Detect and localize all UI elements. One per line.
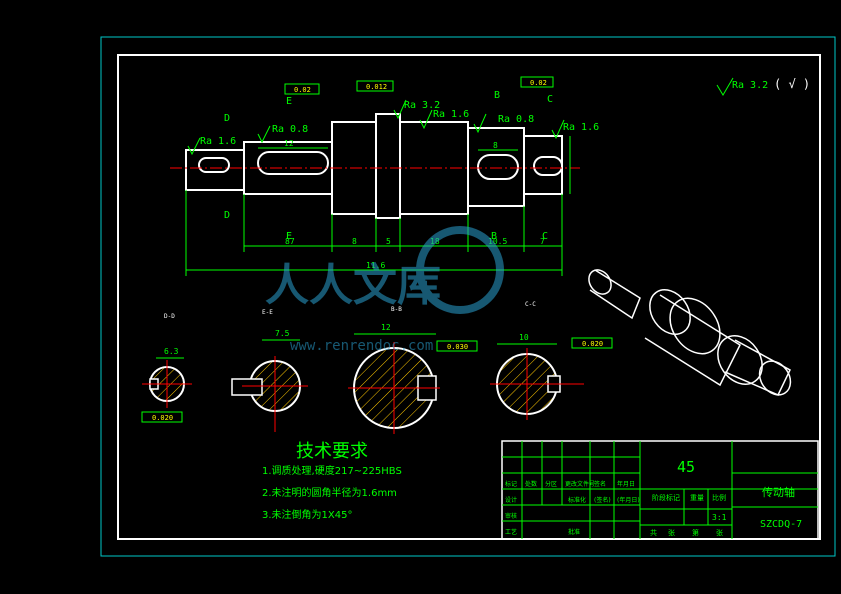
section-e-bottom: E [286,231,292,242]
drawing-frame [117,54,821,540]
dim-left: 87 [285,237,295,246]
tech-title: 技术要求 [296,441,368,462]
section-titles: D-D E-E B-B C-C [164,301,536,320]
dim-a: 8 [352,237,357,246]
shaft-roughness-marks: Ra 1.6 Ra 0.8 Ra 3.2 Ra 1.6 Ra 0.8 Ra 1.… [187,99,599,156]
row-label-5: 年月日 [617,480,635,488]
dim-e: 7 [540,237,545,246]
sheet-total-unit: 张 [668,528,675,537]
watermark-url: www.renrendoc.com [290,338,433,354]
process-label: 工艺 [505,528,517,536]
drawing-no: SZCDQ-7 [760,519,802,530]
row-label-4: 签名 [594,480,606,488]
section-d-bottom: D [224,210,230,221]
dim-b: 5 [386,237,391,246]
tol-4: 0.020 [152,414,173,422]
part-name: 传动轴 [762,485,795,499]
row-label-3: 更改文件号 [565,480,595,488]
material: 45 [677,458,695,476]
designer-label: 设计 [505,496,517,504]
sec-a-width: 6.3 [164,347,179,356]
section-title-4: C-C [525,301,536,308]
scale: 3:1 [712,513,727,522]
ra3-label: Ra 3.2 [404,100,440,111]
tech-item-1: 1.调质处理,硬度217~225HBS [262,464,402,477]
weight-label: 重量 [690,494,704,502]
general-roughness-paren: ( √ ) [774,77,810,91]
scale-label: 比例 [712,493,726,502]
shaft-front-view [185,113,563,219]
tol-5: 0.030 [447,343,468,351]
general-roughness: Ra 3.2 ( √ ) [716,77,810,96]
tech-requirements: 技术要求 1.调质处理,硬度217~225HBS 2.未注明的圆角半径为1.6m… [262,441,402,521]
watermark-text: 人人文库 [265,260,441,311]
ra6-label: Ra 1.6 [563,122,599,133]
row-label-2: 分区 [545,480,557,488]
section-view-3: 12 [348,323,440,434]
standardize-label: 标准化 [568,496,586,504]
signature-label: (签名) [594,496,611,504]
section-title-3: B-B [391,306,402,313]
dim-keyway: 12 [284,139,294,148]
sheet-no: 第 [692,528,699,537]
ra5-label: Ra 0.8 [498,114,534,125]
ra1-label: Ra 1.6 [200,136,236,147]
sec-c-width: 12 [381,323,391,332]
sec-d-width: 10 [519,333,529,342]
sheet-total: 共 [650,528,657,537]
dim-d: 10.5 [488,237,507,246]
section-title-2: E-E [262,309,273,316]
tol-2: 0.012 [366,83,387,91]
row-label-1: 处数 [525,480,537,488]
ra4-label: Ra 1.6 [433,109,469,120]
tol-3: 0.02 [530,79,547,87]
title-block: 45 传动轴 SZCDQ-7 阶段标记 重量 比例 3:1 共 张 第 张 标记… [501,440,819,540]
dimension-values: 12 8 87 8 5 18 10.5 7 11.6 [284,139,545,270]
tol-1: 0.02 [294,86,311,94]
section-c-top: C [547,94,553,105]
reviewer-label: 审核 [505,512,517,520]
isometric-view [588,269,792,396]
row-label-0: 标记 [505,480,517,488]
section-title-1: D-D [164,313,175,320]
watermark: 人人文库 www.renrendoc.com [265,226,504,354]
section-d-top: D [224,113,230,124]
section-view-1: 6.3 [142,347,192,408]
approve-label: 批准 [568,528,580,536]
tech-item-3: 3.未注倒角为1X45° [262,508,352,521]
sheet-no-unit: 张 [716,528,723,537]
tolerance-frames: 0.02 0.012 0.02 0.020 0.030 0.020 [141,76,613,423]
dim-overall: 11.6 [366,261,385,270]
date-label: (年月日) [617,496,640,504]
section-view-2: 7.5 [231,329,308,432]
dim-b-keyway: 8 [493,141,498,150]
section-view-4: 10 [490,333,584,420]
section-c-bottom: C [542,231,548,242]
section-marks: D D E E B B C C [224,90,553,242]
stage-label: 阶段标记 [652,493,680,502]
general-roughness-text: Ra 3.2 [732,80,768,91]
section-b-bottom: B [491,231,497,242]
section-b-top: B [494,90,500,101]
tech-item-2: 2.未注明的圆角半径为1.6mm [262,486,397,499]
sec-b-width: 7.5 [275,329,290,338]
section-e-top: E [286,96,292,107]
tol-6: 0.020 [582,340,603,348]
ra2-label: Ra 0.8 [272,124,308,135]
outer-frame [100,36,836,557]
